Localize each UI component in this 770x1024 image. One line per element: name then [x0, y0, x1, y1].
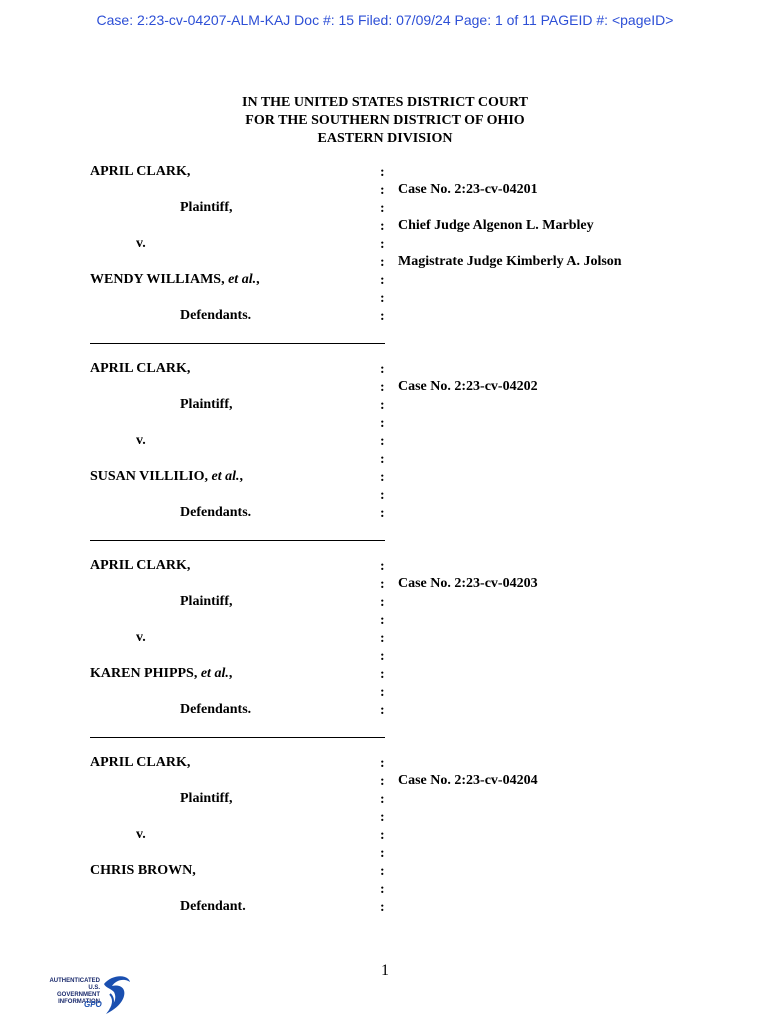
eagle-icon	[104, 976, 130, 1014]
caption-colons: :::::::::	[380, 362, 385, 521]
versus: v.	[136, 630, 146, 645]
defendant-name: SUSAN VILLILIO, et al.,	[90, 469, 244, 484]
defendant-role: Defendants.	[180, 505, 252, 520]
plaintiff-role: Plaintiff,	[180, 200, 233, 215]
caption-divider	[90, 737, 385, 738]
chief-judge: Chief Judge Algenon L. Marbley	[398, 218, 594, 233]
case-number: Case No. 2:23-cv-04201	[398, 182, 538, 197]
plaintiff-name: APRIL CLARK,	[90, 755, 191, 770]
caption-colons: :::::::::	[380, 165, 385, 324]
versus: v.	[136, 236, 146, 251]
logo-text: AUTHENTICATED U.S. GOVERNMENT INFORMATIO…	[49, 978, 100, 1005]
case-number: Case No. 2:23-cv-04203	[398, 576, 538, 591]
court-district-line: FOR THE SOUTHERN DISTRICT OF OHIO	[245, 113, 525, 128]
plaintiff-name: APRIL CLARK,	[90, 558, 191, 573]
case-number: Case No. 2:23-cv-04202	[398, 379, 538, 394]
caption-colons: :::::::::	[380, 756, 385, 915]
caption-divider	[90, 540, 385, 541]
defendant-role: Defendant.	[180, 899, 246, 914]
court-division-line: EASTERN DIVISION	[317, 131, 453, 146]
case-caption-3: APRIL CLARK, Plaintiff, v. KAREN PHIPPS,…	[90, 558, 690, 738]
court-name-line: IN THE UNITED STATES DISTRICT COURT	[242, 95, 528, 110]
plaintiff-name: APRIL CLARK,	[90, 164, 191, 179]
versus: v.	[136, 827, 146, 842]
court-caption: IN THE UNITED STATES DISTRICT COURT FOR …	[0, 94, 770, 148]
logo-mark: GPO	[84, 1000, 102, 1009]
defendant-name: KAREN PHIPPS, et al.,	[90, 666, 233, 681]
gpo-authentication-logo: AUTHENTICATED U.S. GOVERNMENT INFORMATIO…	[44, 972, 134, 1018]
defendant-role: Defendants.	[180, 308, 252, 323]
defendant-name: WENDY WILLIAMS, et al.,	[90, 272, 260, 287]
plaintiff-role: Plaintiff,	[180, 791, 233, 806]
versus: v.	[136, 433, 146, 448]
filing-header: Case: 2:23-cv-04207-ALM-KAJ Doc #: 15 Fi…	[96, 12, 674, 28]
defendant-name: CHRIS BROWN,	[90, 863, 196, 878]
plaintiff-role: Plaintiff,	[180, 397, 233, 412]
case-number: Case No. 2:23-cv-04204	[398, 773, 538, 788]
plaintiff-name: APRIL CLARK,	[90, 361, 191, 376]
case-caption-4: APRIL CLARK, Plaintiff, v. CHRIS BROWN, …	[90, 755, 690, 935]
case-caption-2: APRIL CLARK, Plaintiff, v. SUSAN VILLILI…	[90, 361, 690, 541]
magistrate-judge: Magistrate Judge Kimberly A. Jolson	[398, 254, 622, 269]
plaintiff-role: Plaintiff,	[180, 594, 233, 609]
defendant-role: Defendants.	[180, 702, 252, 717]
case-caption-1: APRIL CLARK, Plaintiff, v. WENDY WILLIAM…	[90, 164, 690, 344]
caption-divider	[90, 343, 385, 344]
page-number: 1	[381, 962, 389, 979]
caption-colons: :::::::::	[380, 559, 385, 718]
